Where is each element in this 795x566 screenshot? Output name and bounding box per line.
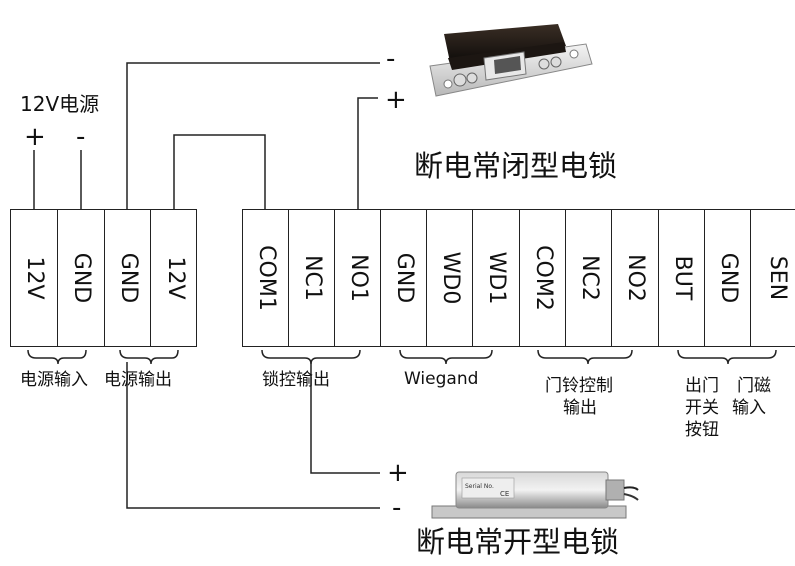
brace-exit [677, 349, 777, 365]
group-label-bell-line2: 输出 [563, 398, 597, 418]
wire-no1-to-top-lock [357, 97, 378, 209]
terminal-com2: COM2 [520, 210, 566, 346]
group-label-exit-line2: 开关 [685, 398, 719, 418]
terminal-but: BUT [659, 210, 705, 346]
group-label-exit-line3: 按钮 [685, 420, 719, 440]
top-lock-plus-sign: + [385, 85, 407, 115]
terminal-sensor-gnd: GND [705, 210, 751, 346]
terminal-no2: NO2 [612, 210, 659, 346]
power-source-title: 12V电源 [20, 92, 100, 116]
terminal-no1: NO1 [335, 210, 381, 346]
group-label-power-in: 电源输入 [20, 370, 88, 390]
group-label-lock-out: 锁控输出 [262, 370, 330, 390]
power-minus-sign: - [76, 122, 86, 152]
strike-lock-icon [429, 24, 593, 97]
terminal-nc1: NC1 [289, 210, 335, 346]
terminal-nc2: NC2 [566, 210, 612, 346]
group-label-wiegand: Wiegand [404, 369, 479, 389]
brace-power-in [27, 349, 87, 365]
brace-bell [537, 349, 633, 365]
power-plus-sign: + [24, 122, 46, 152]
bottom-lock-minus-sign: - [392, 493, 402, 523]
terminal-sen: SEN [765, 255, 790, 301]
terminal-power-out-12v: 12V [162, 256, 188, 300]
wire-12v-to-com1 [173, 134, 266, 209]
group-label-exit-line1: 出门 [685, 376, 719, 396]
brace-power-out [119, 349, 179, 365]
brace-lock-out [261, 349, 361, 365]
terminal-wd0: WD0 [427, 210, 473, 346]
group-label-door-line2: 输入 [732, 398, 766, 418]
top-lock-minus-sign: - [386, 44, 396, 74]
bottom-lock-serial-label: Serial No. [465, 483, 494, 490]
terminal-block-controls: COM1 NC1 NO1 GND WD0 WD1 COM2 NC2 NO2 BU… [242, 209, 795, 347]
top-lock-title: 断电常闭型电锁 [414, 149, 618, 183]
group-label-bell-line1: 门铃控制 [545, 376, 613, 396]
wire-nc1-to-bottom-lock [310, 362, 380, 474]
terminal-block-power: 12V GND GND 12V [10, 209, 197, 347]
brace-wiegand [399, 349, 493, 365]
terminal-power-in-12v: 12V [11, 210, 58, 346]
bottom-lock-title: 断电常开型电锁 [416, 525, 620, 559]
terminal-wd1: WD1 [473, 210, 520, 346]
terminal-wiegand-gnd: GND [381, 210, 427, 346]
wire-gnd-to-bottom-lock [126, 362, 380, 509]
terminal-power-in-gnd: GND [58, 210, 105, 346]
terminal-com1: COM1 [243, 210, 289, 346]
wire-gnd-to-top-lock [126, 62, 380, 209]
terminal-power-out-gnd: GND [105, 210, 151, 346]
group-label-door-line1: 门磁 [737, 376, 771, 396]
bottom-lock-ce-mark: CE [500, 490, 509, 498]
group-label-power-out: 电源输出 [104, 370, 172, 390]
magnetic-bolt-lock-icon: Serial No. CE [431, 471, 639, 519]
bottom-lock-plus-sign: + [387, 458, 409, 488]
